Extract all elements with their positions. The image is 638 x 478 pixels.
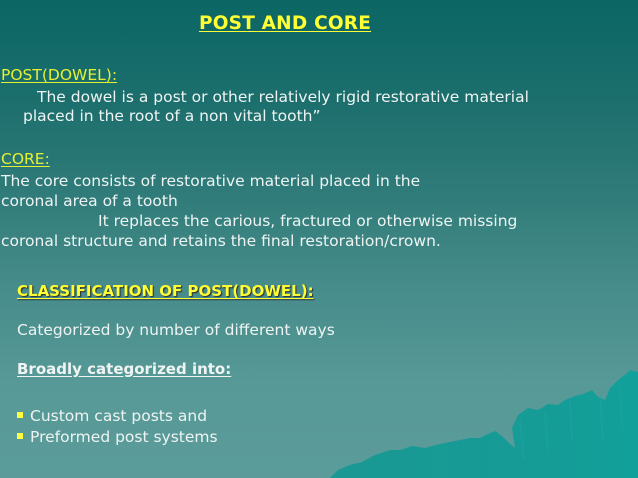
broadly-heading: Broadly categorized into: <box>17 360 232 378</box>
core-heading: CORE: <box>1 150 50 168</box>
classification-heading: CLASSIFICATION OF POST(DOWEL): <box>17 282 314 300</box>
post-definition-line-1: The dowel is a post or other relatively … <box>37 88 529 106</box>
bullet-item-preformed: Preformed post systems <box>17 428 218 446</box>
post-definition-line-2: placed in the root of a non vital tooth” <box>23 107 321 125</box>
square-bullet-icon <box>17 411 23 418</box>
core-definition-line-1: The core consists of restorative materia… <box>1 172 421 190</box>
core-definition-line-4: coronal structure and retains the final … <box>1 232 441 250</box>
slide-title: POST AND CORE <box>199 13 372 34</box>
categorized-text: Categorized by number of different ways <box>17 321 335 339</box>
post-heading: POST(DOWEL): <box>1 66 118 84</box>
square-bullet-icon <box>17 432 23 439</box>
core-definition-line-3: It replaces the carious, fractured or ot… <box>98 212 518 230</box>
bullet-text: Custom cast posts and <box>30 407 208 425</box>
bullet-text: Preformed post systems <box>30 428 218 446</box>
core-definition-line-2: coronal area of a tooth <box>1 192 178 210</box>
bullet-item-custom-cast: Custom cast posts and <box>17 407 207 425</box>
